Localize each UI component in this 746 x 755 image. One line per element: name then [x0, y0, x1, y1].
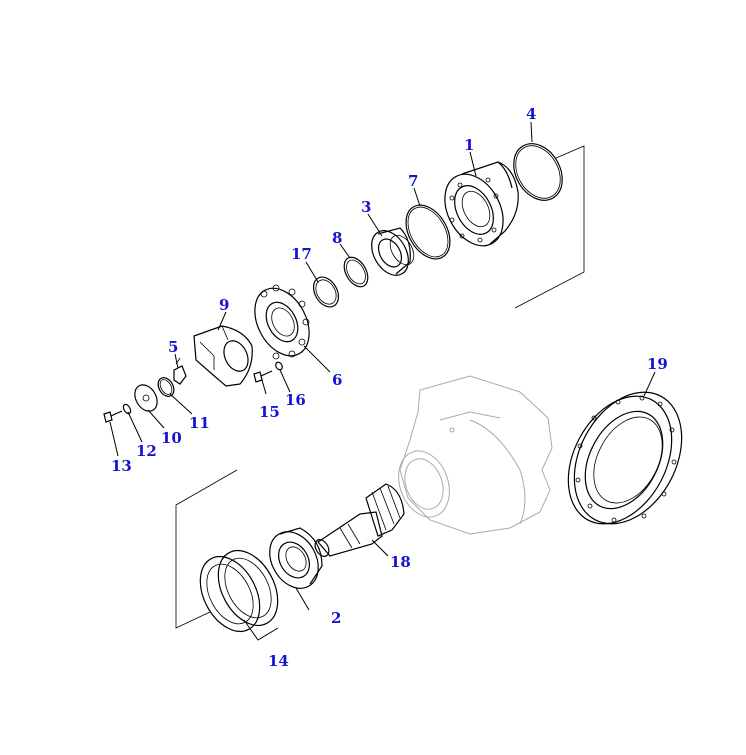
callout-4: 4 — [526, 105, 536, 123]
part-8-snap-ring — [343, 256, 369, 288]
part-14-shims — [199, 550, 279, 632]
callout-11: 11 — [189, 414, 210, 432]
callout-13: 13 — [111, 457, 132, 475]
part-11-o-ring — [157, 377, 175, 397]
part-15-bolt — [253, 370, 273, 383]
callout-1: 1 — [464, 136, 474, 154]
part-19-ring-gear — [567, 391, 683, 525]
part-12-washer — [122, 403, 132, 415]
callout-16: 16 — [285, 391, 306, 409]
callout-6: 6 — [332, 371, 342, 389]
callout-17: 17 — [291, 245, 312, 263]
part-9-coupling — [193, 325, 253, 387]
callout-18: 18 — [390, 553, 411, 571]
callout-labels: 1 2 3 4 5 6 7 8 9 10 11 12 13 14 15 16 1… — [111, 105, 668, 670]
callout-2: 2 — [331, 609, 341, 627]
part-17-shim — [312, 276, 340, 308]
part-16-washer — [275, 361, 283, 371]
lower-frame-lines — [175, 469, 238, 629]
part-3-bearing — [371, 227, 415, 276]
callout-14: 14 — [268, 652, 289, 670]
leader-lines — [109, 121, 656, 641]
part-13-bolt — [103, 410, 123, 423]
callout-10: 10 — [161, 429, 182, 447]
part-5-lock-plate — [173, 357, 187, 385]
callout-15: 15 — [259, 403, 280, 421]
part-7-o-ring — [405, 204, 451, 260]
part-6-retainer — [254, 284, 310, 360]
callout-3: 3 — [361, 198, 371, 216]
callout-12: 12 — [136, 442, 157, 460]
part-4-o-ring — [513, 143, 563, 201]
part-10-holder — [134, 384, 158, 412]
differential-housing-ghost — [398, 375, 553, 535]
callout-5: 5 — [168, 338, 178, 356]
callout-19: 19 — [647, 355, 668, 373]
part-18-pinion — [314, 483, 405, 557]
callout-9: 9 — [219, 296, 229, 314]
upper-frame-lines — [514, 145, 585, 309]
part-1-cage — [444, 161, 519, 247]
callout-8: 8 — [332, 229, 342, 247]
part-2-bearing — [269, 527, 323, 589]
callout-7: 7 — [408, 172, 418, 190]
